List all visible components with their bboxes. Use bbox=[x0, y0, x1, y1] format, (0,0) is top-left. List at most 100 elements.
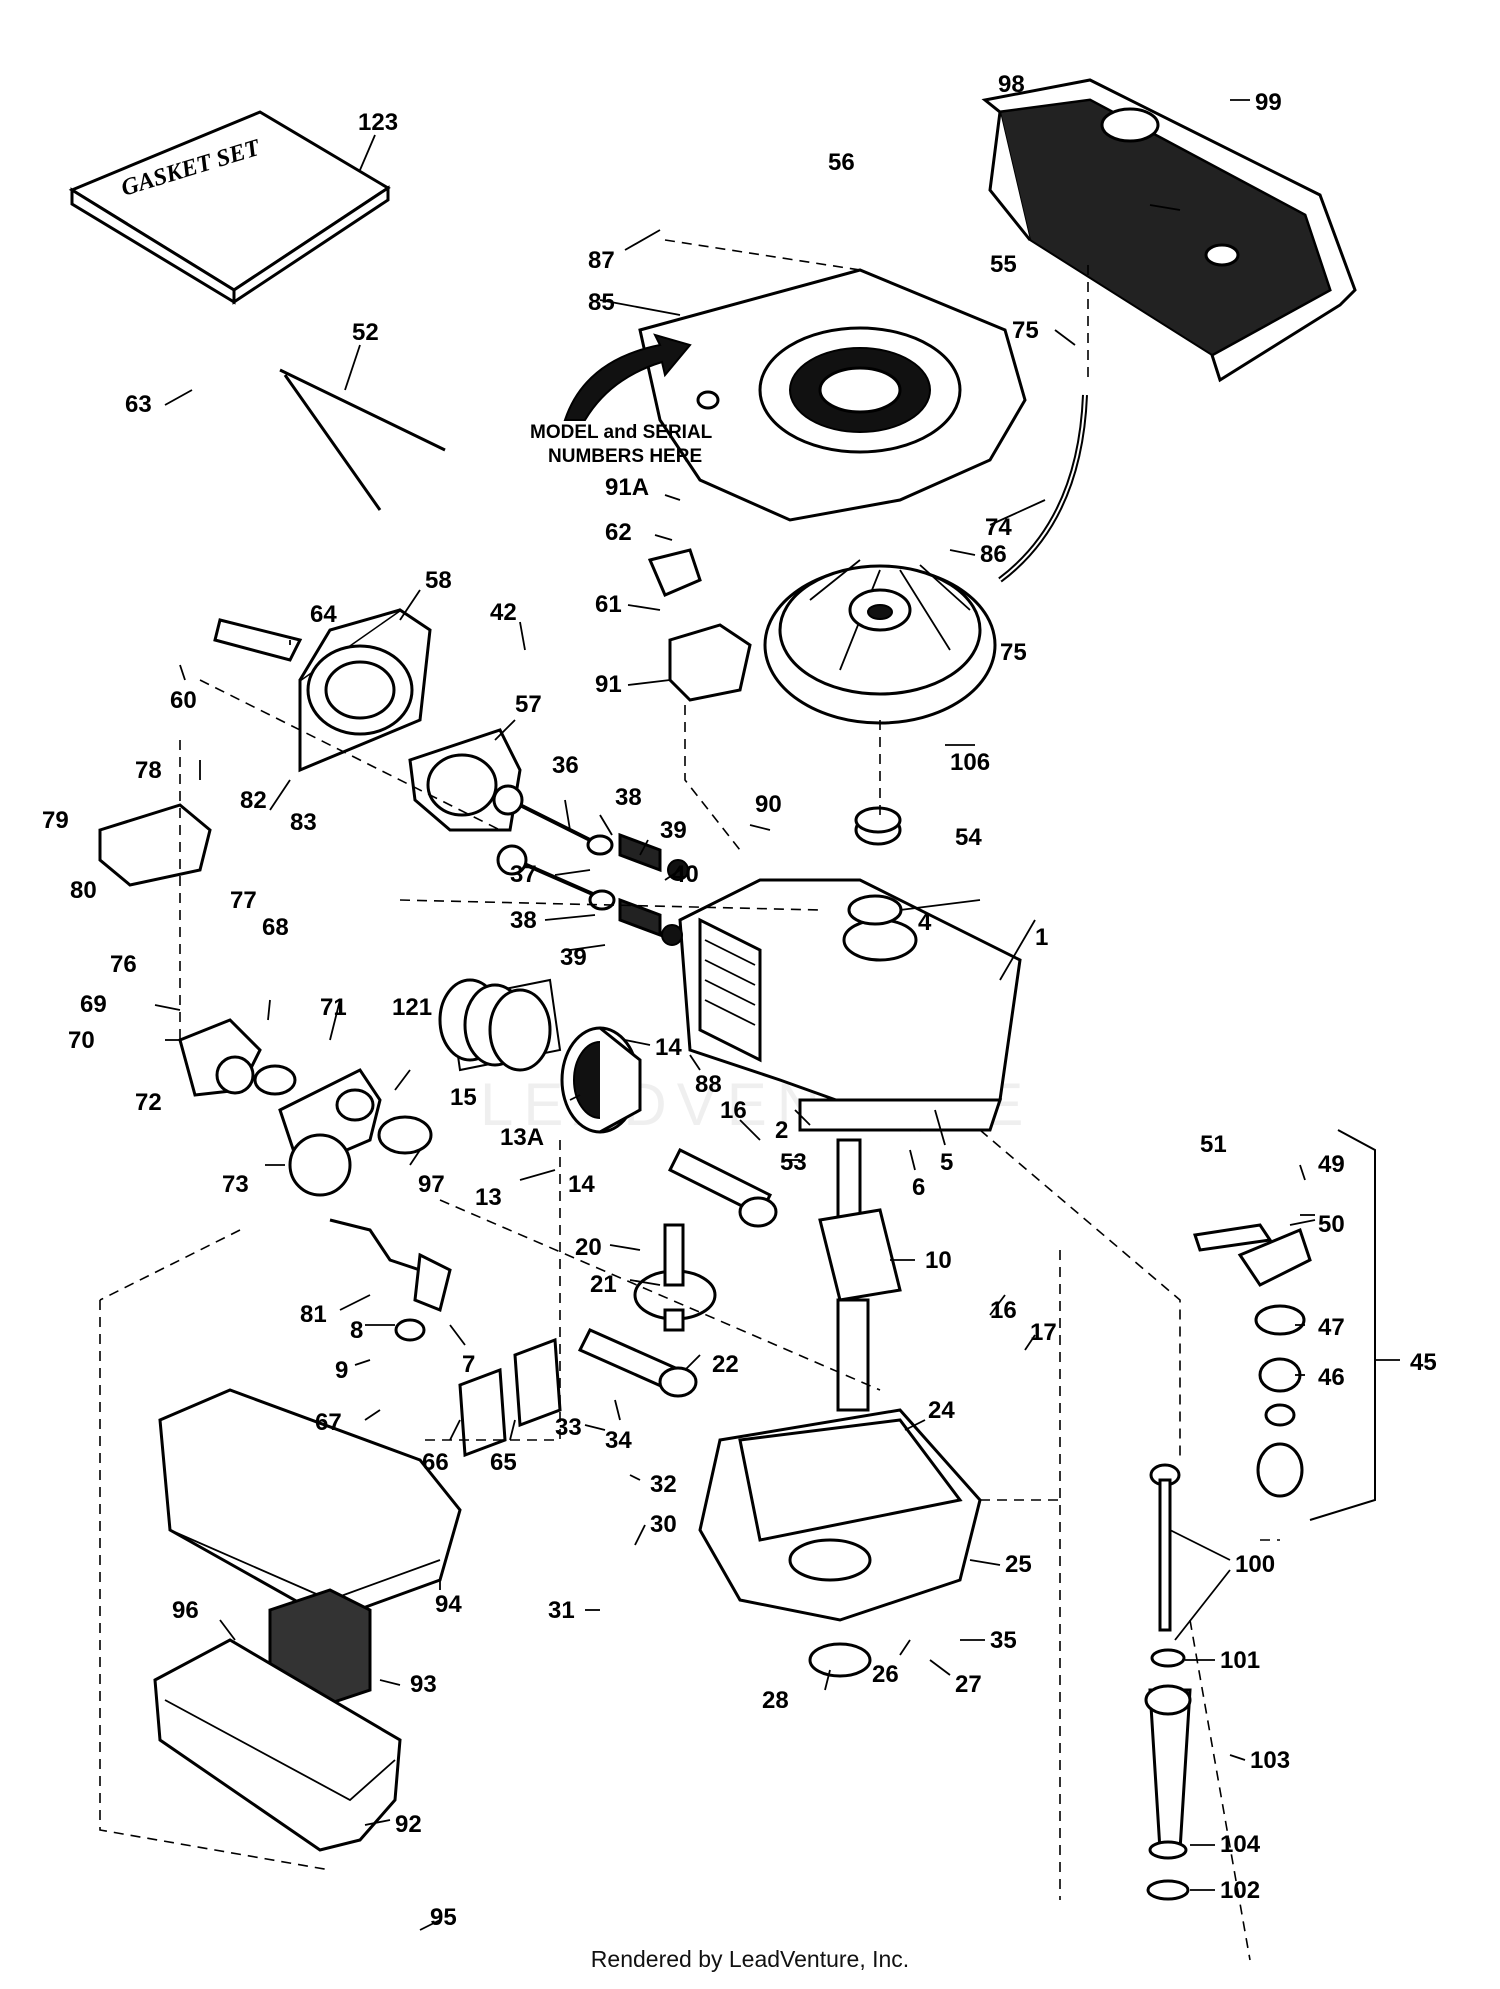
label-87: 87 bbox=[588, 247, 615, 274]
label-100: 100 bbox=[1235, 1551, 1275, 1578]
label-46: 46 bbox=[1318, 1364, 1345, 1391]
air-cleaner-base bbox=[153, 1638, 402, 1852]
label-50: 50 bbox=[1318, 1211, 1345, 1238]
leader-lines bbox=[154, 99, 1400, 1931]
credit-text: Rendered by LeadVenture, Inc. bbox=[590, 1946, 910, 1972]
label-6: 6 bbox=[912, 1174, 925, 1201]
label-101: 101 bbox=[1220, 1647, 1260, 1674]
label-20: 20 bbox=[575, 1234, 602, 1261]
label-75-top: 75 bbox=[1012, 317, 1039, 344]
label-38-bottom: 38 bbox=[510, 907, 537, 934]
label-82: 82 bbox=[240, 787, 267, 814]
label-7: 7 bbox=[462, 1351, 475, 1378]
label-123: 123 bbox=[358, 109, 398, 136]
label-28: 28 bbox=[762, 1687, 789, 1714]
label-37: 37 bbox=[510, 861, 537, 888]
label-40: 40 bbox=[672, 861, 699, 888]
crankshaft bbox=[818, 1138, 902, 1412]
label-67: 67 bbox=[315, 1409, 342, 1436]
label-56: 56 bbox=[828, 149, 855, 176]
label-24: 24 bbox=[928, 1397, 955, 1424]
bracket-45 bbox=[1309, 1129, 1376, 1521]
label-34: 34 bbox=[605, 1427, 632, 1454]
muffler-gaskets bbox=[253, 1064, 562, 1458]
label-54: 54 bbox=[955, 824, 982, 851]
label-32: 32 bbox=[650, 1471, 677, 1498]
label-69: 69 bbox=[80, 991, 107, 1018]
label-31: 31 bbox=[548, 1597, 575, 1624]
piston-rings bbox=[438, 978, 562, 1072]
label-13A: 13A bbox=[500, 1124, 544, 1151]
cylinder-block bbox=[678, 878, 1022, 1132]
label-58: 58 bbox=[425, 567, 452, 594]
carburetor bbox=[278, 1068, 382, 1197]
label-70: 70 bbox=[68, 1027, 95, 1054]
label-52: 52 bbox=[352, 319, 379, 346]
label-39-bottom: 39 bbox=[560, 944, 587, 971]
label-97: 97 bbox=[418, 1171, 445, 1198]
label-64: 64 bbox=[310, 601, 337, 628]
label-13: 13 bbox=[475, 1184, 502, 1211]
label-74: 74 bbox=[985, 514, 1012, 541]
label-91: 91 bbox=[595, 671, 622, 698]
air-cleaner-cover bbox=[981, 78, 1357, 383]
label-103: 103 bbox=[1250, 1747, 1290, 1774]
label-16-top: 16 bbox=[720, 1097, 747, 1124]
model-serial-line2: NUMBERS HERE bbox=[548, 446, 702, 467]
label-57: 57 bbox=[515, 691, 542, 718]
label-104: 104 bbox=[1220, 1831, 1261, 1858]
label-80: 80 bbox=[70, 877, 97, 904]
oil-seal bbox=[808, 806, 1306, 1678]
label-83: 83 bbox=[290, 809, 317, 836]
label-15: 15 bbox=[450, 1084, 477, 1111]
label-85: 85 bbox=[588, 289, 615, 316]
label-5: 5 bbox=[940, 1149, 953, 1176]
label-68: 68 bbox=[262, 914, 289, 941]
part-labels: 123 98 99 56 55 87 85 75 52 63 91A 62 74… bbox=[42, 71, 1437, 1931]
ignition-coil bbox=[668, 623, 752, 702]
label-91A: 91A bbox=[605, 474, 649, 501]
dipstick-tube bbox=[1144, 1463, 1192, 1901]
label-93: 93 bbox=[410, 1671, 437, 1698]
label-55: 55 bbox=[990, 251, 1017, 278]
control-bracket bbox=[98, 803, 212, 887]
valve-train bbox=[492, 784, 689, 946]
spark-plug bbox=[213, 618, 303, 662]
head-gasket bbox=[408, 728, 522, 832]
choke-link bbox=[279, 368, 446, 511]
label-98: 98 bbox=[998, 71, 1025, 98]
label-78: 78 bbox=[135, 757, 162, 784]
assembly-lines bbox=[99, 239, 1280, 1961]
crankcase-cover bbox=[698, 1408, 982, 1622]
model-serial-note: MODEL and SERIAL NUMBERS HERE bbox=[530, 333, 713, 467]
label-39-top: 39 bbox=[660, 817, 687, 844]
label-45: 45 bbox=[1410, 1349, 1437, 1376]
label-2: 2 bbox=[775, 1117, 788, 1144]
intake-elbow bbox=[178, 1018, 262, 1097]
label-62: 62 bbox=[605, 519, 632, 546]
label-17: 17 bbox=[1030, 1319, 1057, 1346]
label-106: 106 bbox=[950, 749, 990, 776]
label-86: 86 bbox=[980, 541, 1007, 568]
label-9: 9 bbox=[335, 1357, 348, 1384]
label-33: 33 bbox=[555, 1414, 582, 1441]
label-35: 35 bbox=[990, 1627, 1017, 1654]
label-102: 102 bbox=[1220, 1877, 1260, 1904]
label-96: 96 bbox=[172, 1597, 199, 1624]
label-88: 88 bbox=[695, 1071, 722, 1098]
breather-assembly bbox=[1193, 1223, 1312, 1498]
label-36: 36 bbox=[552, 752, 579, 779]
label-79: 79 bbox=[42, 807, 69, 834]
label-72: 72 bbox=[135, 1089, 162, 1116]
label-25: 25 bbox=[1005, 1551, 1032, 1578]
gasket-set-box: GASKET SET bbox=[68, 110, 391, 305]
label-10: 10 bbox=[925, 1247, 952, 1274]
label-66: 66 bbox=[422, 1449, 449, 1476]
label-16-bottom: 16 bbox=[990, 1297, 1017, 1324]
connecting-rod bbox=[667, 1147, 778, 1228]
label-73: 73 bbox=[222, 1171, 249, 1198]
label-4: 4 bbox=[918, 909, 932, 936]
model-serial-line1: MODEL and SERIAL bbox=[530, 422, 713, 443]
blower-housing bbox=[638, 268, 1027, 522]
